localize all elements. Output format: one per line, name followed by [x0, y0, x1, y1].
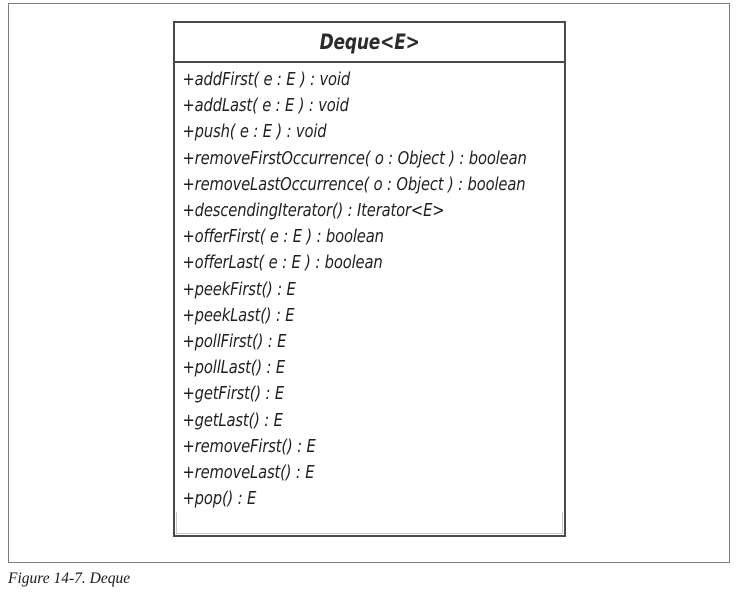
uml-operation-row: +removeLast() : E	[182, 463, 315, 484]
uml-operations-compartment: +addFirst( e : E ) : void +addLast( e : E…	[175, 63, 564, 513]
uml-class-box: Deque<E> +addFirst( e : E ) : void +addLa…	[173, 21, 566, 537]
uml-operation-row: +offerLast( e : E ) : boolean	[182, 253, 383, 274]
uml-operation-row: +getFirst() : E	[182, 384, 285, 405]
figure-caption: Figure 14-7. Deque	[8, 570, 131, 587]
uml-operation-row: +pollFirst() : E	[182, 332, 287, 353]
uml-operation-row: +removeFirstOccurrence( o : Object ) : b…	[182, 148, 527, 169]
uml-operation-row: +descendingIterator() : Iterator<E>	[182, 201, 445, 222]
uml-operation-row: +peekFirst() : E	[182, 279, 296, 300]
uml-operation-row: +push( e : E ) : void	[182, 122, 327, 143]
uml-title-compartment: Deque<E>	[175, 23, 564, 63]
uml-operation-row: +peekLast() : E	[182, 305, 295, 326]
uml-operation-row: +removeLastOccurrence( o : Object ) : bo…	[182, 174, 526, 195]
uml-operation-row: +pollLast() : E	[182, 358, 286, 379]
figure-frame: Deque<E> +addFirst( e : E ) : void +addLa…	[8, 3, 730, 563]
uml-class-name: Deque<E>	[319, 30, 420, 54]
uml-operation-row: +removeFirst() : E	[182, 436, 316, 457]
uml-operation-row: +addLast( e : E ) : void	[182, 96, 349, 117]
uml-operation-row: +offerFirst( e : E ) : boolean	[182, 227, 384, 248]
uml-operation-row: +getLast() : E	[182, 410, 283, 431]
uml-operation-row: +addFirst( e : E ) : void	[182, 70, 351, 90]
uml-operation-row: +pop() : E	[182, 489, 257, 510]
